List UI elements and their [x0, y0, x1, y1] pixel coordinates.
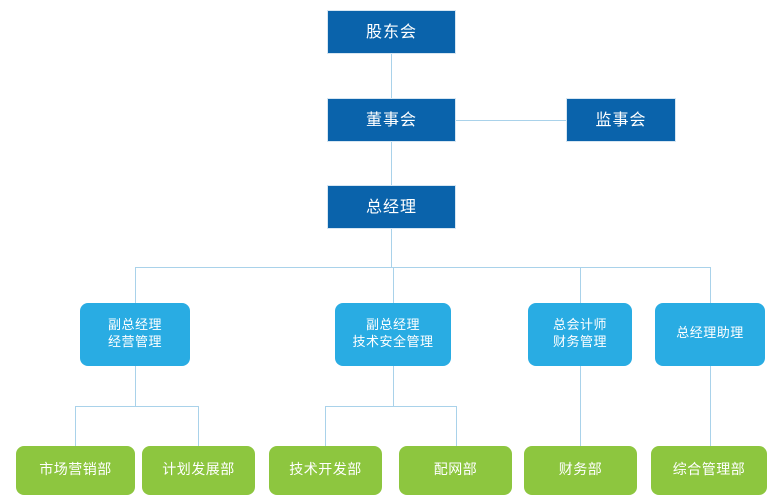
connector-bus-to-marketing-dept [75, 406, 76, 446]
connector-bus-to-planning-dept [198, 406, 199, 446]
node-shareholders-label: 股东会 [365, 21, 417, 41]
node-vp-operations[interactable]: 副总经理 经营管理 [80, 303, 190, 366]
node-general-manager-label: 总经理 [365, 196, 417, 216]
node-board-of-supervisors[interactable]: 监事会 [566, 98, 676, 142]
connector-vp-technical-bus [325, 406, 456, 407]
connector-gm-assistant-to-admin [710, 366, 711, 446]
node-planning-dept[interactable]: 计划发展部 [142, 446, 255, 495]
node-distribution-network-dept-label: 配网部 [433, 461, 478, 478]
connector-vp-operations-drop [135, 366, 136, 406]
node-chief-accountant[interactable]: 总会计师 财务管理 [528, 303, 632, 366]
node-marketing-dept[interactable]: 市场营销部 [16, 446, 135, 495]
connector-vp-technical-drop [393, 366, 394, 406]
connector-board-to-supervisors [456, 120, 566, 121]
connector-board-to-gm [391, 142, 392, 185]
connector-bus-to-distribution-dept [456, 406, 457, 446]
node-finance-dept[interactable]: 财务部 [524, 446, 637, 495]
node-gm-assistant-label: 总经理助理 [676, 326, 744, 342]
node-marketing-dept-label: 市场营销部 [39, 461, 112, 478]
connector-chief-accountant-to-finance [580, 366, 581, 446]
connector-bus-to-vp-operations [135, 267, 136, 303]
node-gm-assistant[interactable]: 总经理助理 [655, 303, 765, 366]
node-general-manager[interactable]: 总经理 [327, 185, 456, 229]
node-general-admin-dept[interactable]: 综合管理部 [651, 446, 767, 495]
connector-bus-to-chief-accountant [580, 267, 581, 303]
node-board-of-directors[interactable]: 董事会 [327, 98, 456, 142]
node-vp-operations-label: 副总经理 经营管理 [107, 317, 162, 350]
node-general-admin-dept-label: 综合管理部 [672, 461, 746, 478]
node-vp-technical-safety-label: 副总经理 技术安全管理 [352, 317, 434, 350]
connector-gm-drop [391, 229, 392, 267]
node-planning-dept-label: 计划发展部 [162, 461, 235, 478]
node-vp-technical-safety[interactable]: 副总经理 技术安全管理 [335, 303, 451, 366]
node-board-of-directors-label: 董事会 [365, 109, 417, 129]
node-board-of-supervisors-label: 监事会 [595, 109, 647, 129]
connector-bus-to-gm-assistant [710, 267, 711, 303]
connector-bus-to-vp-technical [393, 267, 394, 303]
connector-shareholders-to-board [391, 54, 392, 98]
connector-vp-operations-bus [75, 406, 198, 407]
node-finance-dept-label: 财务部 [558, 461, 603, 478]
connector-gm-bus [135, 267, 711, 268]
connector-bus-to-technology-dept [325, 406, 326, 446]
node-shareholders[interactable]: 股东会 [327, 10, 456, 54]
node-technology-dept-label: 技术开发部 [289, 461, 362, 478]
node-chief-accountant-label: 总会计师 财务管理 [552, 317, 607, 350]
node-distribution-network-dept[interactable]: 配网部 [399, 446, 512, 495]
node-technology-dept[interactable]: 技术开发部 [269, 446, 382, 495]
